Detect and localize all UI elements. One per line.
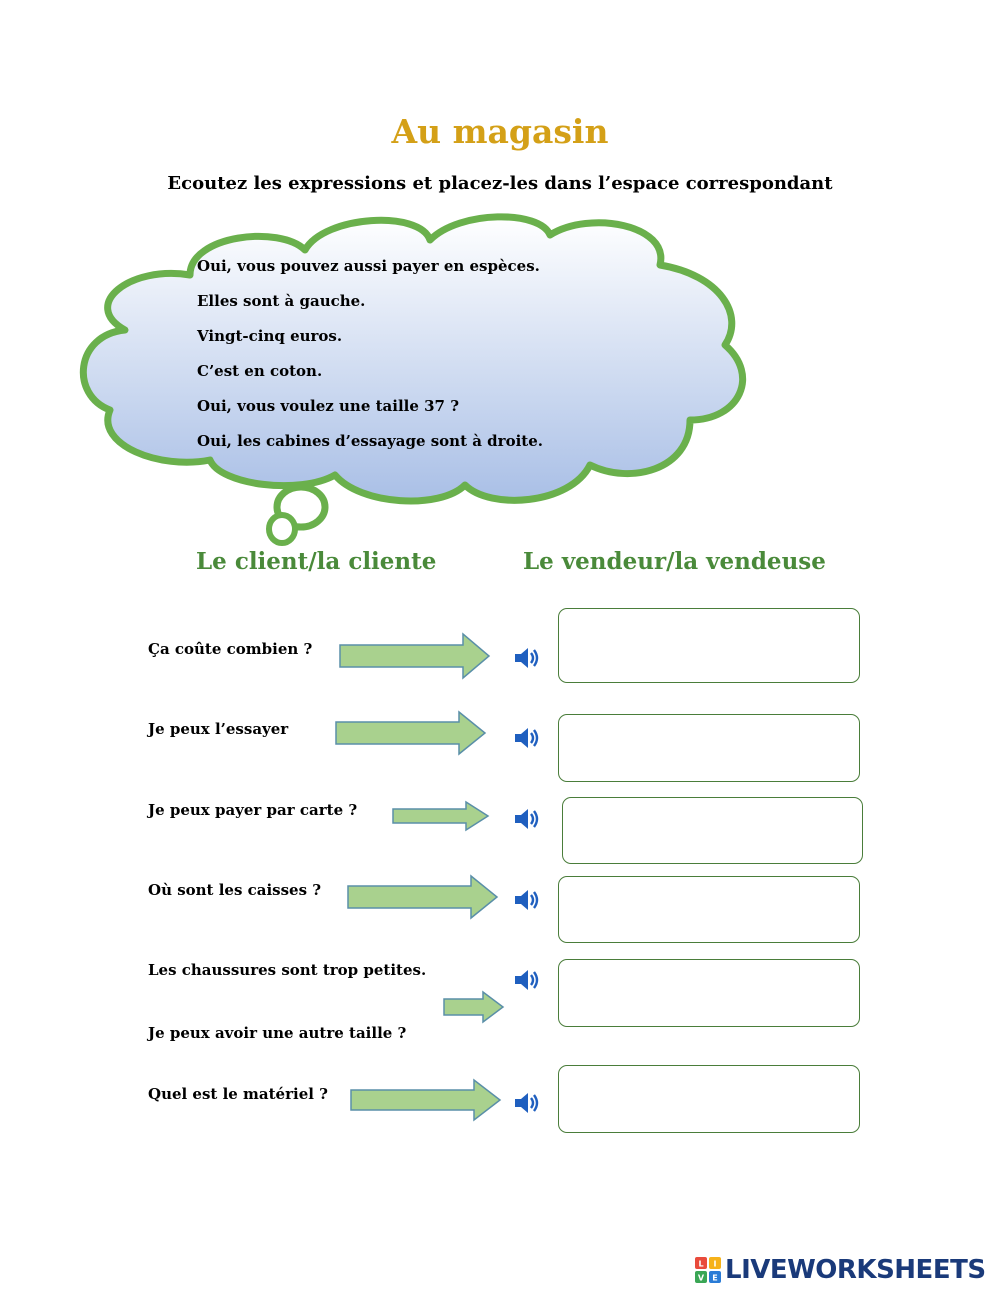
page-title: Au magasin bbox=[391, 112, 609, 151]
phrase-item[interactable]: Oui, vous voulez une taille 37 ? bbox=[197, 397, 459, 415]
speaker-icon[interactable] bbox=[513, 1089, 541, 1117]
phrase-item[interactable]: Vingt-cinq euros. bbox=[197, 327, 343, 345]
phrase-item[interactable]: Oui, les cabines d’essayage sont à droit… bbox=[197, 432, 543, 450]
question-text: Quel est le matériel ? bbox=[148, 1085, 328, 1103]
phrase-item[interactable]: C’est en coton. bbox=[197, 362, 323, 380]
arrow-right-icon bbox=[443, 990, 505, 1024]
phrase-list: Oui, vous pouvez aussi payer en espèces.… bbox=[197, 252, 543, 462]
speaker-icon[interactable] bbox=[513, 724, 541, 752]
question-text: Ça coûte combien ? bbox=[148, 640, 313, 658]
answer-drop-box[interactable] bbox=[558, 876, 860, 943]
liveworksheets-brand-text: LIVEWORKSHEETS bbox=[725, 1255, 986, 1285]
question-text: Les chaussures sont trop petites. bbox=[148, 961, 427, 979]
svg-text:V: V bbox=[698, 1274, 705, 1283]
liveworksheets-logo[interactable]: L I V E LIVEWORKSHEETS bbox=[695, 1255, 986, 1285]
speaker-icon[interactable] bbox=[513, 805, 541, 833]
column-heading-client: Le client/la cliente bbox=[196, 548, 437, 575]
speaker-icon[interactable] bbox=[513, 886, 541, 914]
arrow-right-icon bbox=[347, 874, 499, 920]
question-text-line2: Je peux avoir une autre taille ? bbox=[148, 1024, 407, 1042]
thought-cloud bbox=[70, 205, 760, 555]
phrase-item[interactable]: Elles sont à gauche. bbox=[197, 292, 366, 310]
answer-drop-box[interactable] bbox=[558, 1065, 860, 1133]
svg-text:E: E bbox=[712, 1274, 717, 1283]
phrase-item[interactable]: Oui, vous pouvez aussi payer en espèces. bbox=[197, 257, 540, 275]
instruction-text: Ecoutez les expressions et placez-les da… bbox=[167, 173, 833, 194]
arrow-right-icon bbox=[392, 800, 490, 832]
arrow-right-icon bbox=[335, 710, 487, 756]
svg-text:L: L bbox=[698, 1260, 703, 1269]
liveworksheets-badge-icon: L I V E bbox=[695, 1257, 721, 1283]
answer-drop-box[interactable] bbox=[558, 714, 860, 782]
arrow-right-icon bbox=[350, 1078, 502, 1122]
speaker-icon[interactable] bbox=[513, 644, 541, 672]
cloud-shape bbox=[79, 213, 746, 546]
arrow-right-icon bbox=[339, 632, 491, 680]
question-text: Je peux payer par carte ? bbox=[148, 801, 358, 819]
question-text: Où sont les caisses ? bbox=[148, 881, 322, 899]
answer-drop-box[interactable] bbox=[558, 608, 860, 683]
column-heading-vendeur: Le vendeur/la vendeuse bbox=[523, 548, 826, 575]
answer-drop-box[interactable] bbox=[558, 959, 860, 1027]
svg-text:I: I bbox=[714, 1260, 717, 1269]
question-text: Je peux l’essayer bbox=[148, 720, 289, 738]
speaker-icon[interactable] bbox=[513, 966, 541, 994]
answer-drop-box[interactable] bbox=[562, 797, 863, 864]
